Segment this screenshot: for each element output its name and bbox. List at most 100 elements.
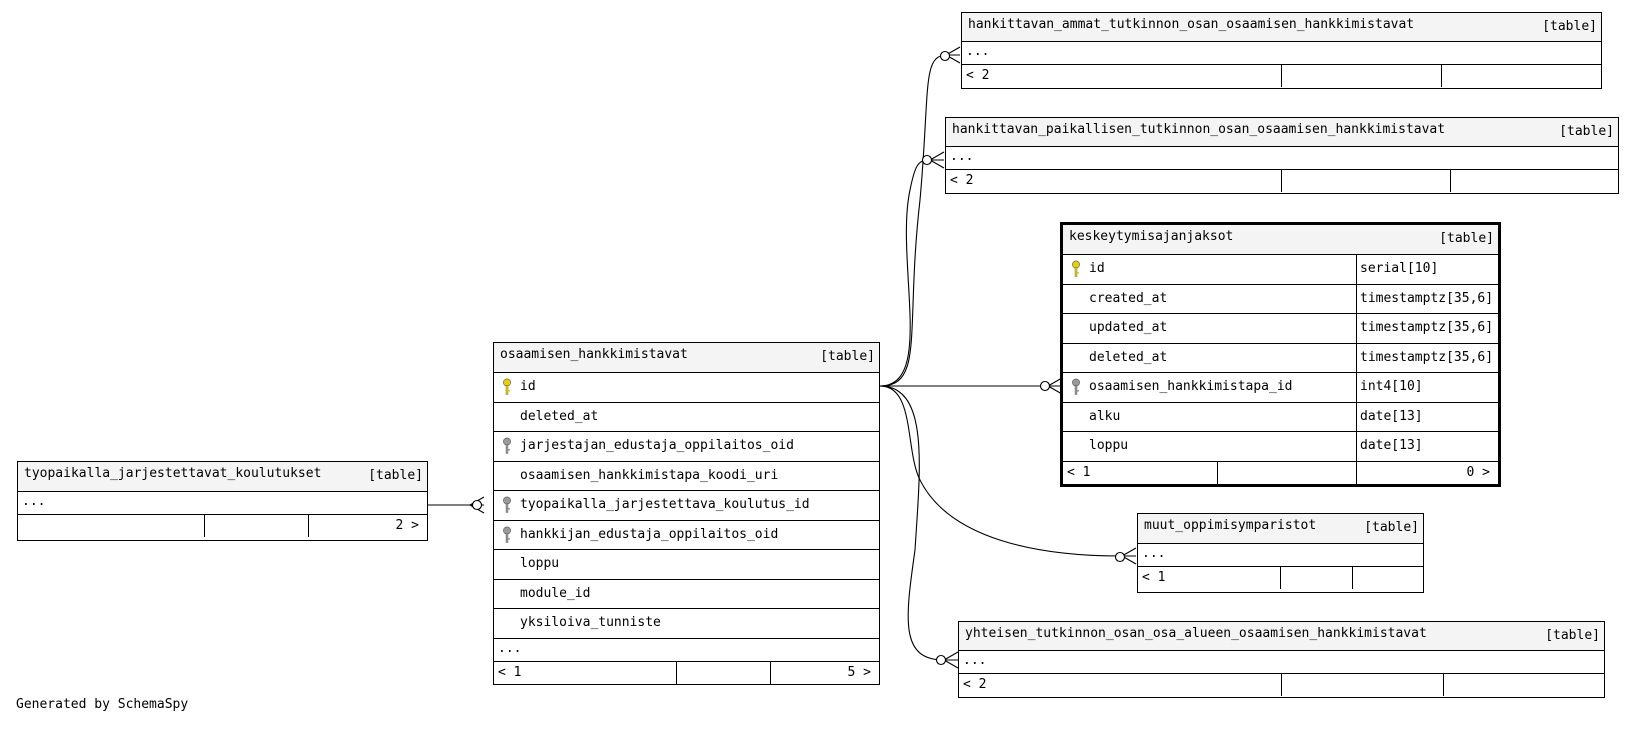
children-count[interactable]: 2 > (395, 518, 419, 533)
foreign-key-icon (502, 437, 512, 455)
table-muut-oppimisymparistot[interactable]: muut_oppimisymparistot [table] ... < 1 (1137, 513, 1424, 593)
foreign-key-icon (502, 496, 512, 514)
parents-count[interactable]: < 1 (1142, 570, 1166, 585)
ellipsis-text: ... (22, 494, 46, 509)
column-name: tyopaikalla_jarjestettava_koulutus_id (520, 497, 810, 512)
ellipsis-text: ... (966, 44, 990, 59)
column-name: id (520, 379, 536, 394)
ellipsis-text: ... (950, 149, 974, 164)
column-row-jarjestajan-edustaja-oppilaitos-oid[interactable]: jarjestajan_edustaja_oppilaitos_oid (494, 432, 879, 462)
children-count[interactable]: 5 > (847, 664, 871, 680)
primary-key-icon (1071, 260, 1081, 278)
edge-osaamisen-yhteisen (879, 385, 958, 661)
table-header[interactable]: hankittavan_paikallisen_tutkinnon_osan_o… (946, 118, 1618, 147)
table-hankittavan-ammat-tutkinnon-osan-osaamisen-hankkimistavat[interactable]: hankittavan_ammat_tutkinnon_osan_osaamis… (961, 12, 1602, 89)
column-row-osaamisen-hankkimistapa-koodi-uri[interactable]: osaamisen_hankkimistapa_koodi_uri (494, 462, 879, 491)
table-type-label: [table] (368, 468, 423, 483)
column-name: deleted_at (520, 408, 599, 424)
table-osaamisen-hankkimistavat[interactable]: osaamisen_hankkimistavat [table] id delet… (493, 342, 880, 685)
ellipsis-text: ... (498, 640, 522, 656)
table-keskeytymisajanjaksot[interactable]: keskeytymisajanjaksot [table] id serial[1… (1060, 222, 1501, 487)
parents-count[interactable]: < 1 (498, 664, 522, 680)
primary-key-icon (502, 378, 512, 396)
table-type-label: [table] (1542, 19, 1597, 34)
table-header[interactable]: hankittavan_ammat_tutkinnon_osan_osaamis… (962, 13, 1601, 42)
edge-osaamisen-paikallisen (879, 159, 944, 387)
column-row-id[interactable]: id serial[10] (1063, 254, 1498, 285)
column-name: module_id (520, 585, 591, 601)
table-tyopaikalla-jarjestettavat-koulutukset[interactable]: tyopaikalla_jarjestettavat_koulutukset [… (17, 461, 428, 541)
table-footer: 2 > (18, 515, 427, 537)
column-type: int4[10] (1360, 379, 1423, 394)
column-name: updated_at (1089, 320, 1168, 335)
table-name: tyopaikalla_jarjestettavat_koulutukset (24, 466, 322, 481)
table-header[interactable]: yhteisen_tutkinnon_osan_osa_alueen_osaam… (959, 622, 1604, 651)
ellipsis-text: ... (1142, 546, 1166, 561)
table-yhteisen-tutkinnon-osan-osa-alueen-osaamisen-hankkimistavat[interactable]: yhteisen_tutkinnon_osan_osa_alueen_osaam… (958, 621, 1605, 698)
table-footer: < 1 (1138, 567, 1423, 589)
table-name: keskeytymisajanjaksot (1069, 229, 1234, 244)
edge-osaamisen-muut (879, 385, 1136, 557)
table-type-label: [table] (820, 349, 875, 364)
column-name: osaamisen_hankkimistapa_koodi_uri (520, 467, 779, 483)
parents-count[interactable]: < 1 (1067, 464, 1091, 480)
table-type-label: [table] (1545, 628, 1600, 643)
column-row-deleted-at[interactable]: deleted_at (494, 403, 879, 432)
generated-by-credit: Generated by SchemaSpy (16, 697, 189, 712)
children-count[interactable]: 0 > (1466, 464, 1490, 480)
table-footer: < 2 (959, 674, 1604, 696)
collapsed-columns-row: ... (946, 147, 1618, 170)
column-row-tyopaikalla-jarjestettava-koulutus-id[interactable]: tyopaikalla_jarjestettava_koulutus_id (494, 491, 879, 521)
column-name: alku (1089, 408, 1121, 424)
parents-count[interactable]: < 2 (963, 677, 987, 692)
table-header[interactable]: osaamisen_hankkimistavat [table] (494, 343, 879, 373)
column-type: date[13] (1360, 438, 1423, 453)
table-header[interactable]: keskeytymisajanjaksot [table] (1063, 225, 1498, 255)
table-name: yhteisen_tutkinnon_osan_osa_alueen_osaam… (965, 626, 1427, 641)
column-type: timestamptz[35,6] (1360, 320, 1494, 335)
column-row-updated-at[interactable]: updated_at timestamptz[35,6] (1063, 313, 1498, 344)
parents-count[interactable]: < 2 (950, 173, 974, 188)
collapsed-columns-row: ... (494, 639, 879, 662)
column-name: created_at (1089, 290, 1168, 306)
collapsed-columns-row: ... (962, 42, 1601, 65)
column-type: serial[10] (1360, 261, 1439, 276)
table-footer: < 1 0 > (1063, 461, 1498, 484)
table-type-label: [table] (1559, 124, 1614, 139)
table-name: hankittavan_ammat_tutkinnon_osan_osaamis… (968, 17, 1415, 32)
column-type: timestamptz[35,6] (1360, 290, 1494, 306)
column-row-id[interactable]: id (494, 373, 879, 403)
edge-osaamisen-ammat (879, 54, 960, 387)
column-name: loppu (520, 556, 560, 571)
column-name: hankkijan_edustaja_oppilaitos_oid (520, 526, 779, 542)
table-footer: < 2 (946, 170, 1618, 192)
column-name: yksiloiva_tunniste (520, 615, 661, 630)
table-header[interactable]: muut_oppimisymparistot [table] (1138, 514, 1423, 544)
collapsed-columns-row: ... (18, 492, 427, 515)
table-footer: < 1 5 > (494, 661, 879, 684)
column-name: jarjestajan_edustaja_oppilaitos_oid (520, 438, 794, 453)
table-type-label: [table] (1439, 231, 1494, 246)
collapsed-columns-row: ... (959, 651, 1604, 674)
column-row-module-id[interactable]: module_id (494, 580, 879, 609)
column-row-hankkijan-edustaja-oppilaitos-oid[interactable]: hankkijan_edustaja_oppilaitos_oid (494, 521, 879, 550)
column-row-yksiloiva-tunniste[interactable]: yksiloiva_tunniste (494, 609, 879, 639)
table-type-label: [table] (1364, 520, 1419, 535)
table-name: hankittavan_paikallisen_tutkinnon_osan_o… (952, 122, 1446, 137)
table-name: muut_oppimisymparistot (1144, 518, 1317, 533)
table-footer: < 2 (962, 65, 1601, 87)
column-name: deleted_at (1089, 349, 1168, 365)
column-row-loppu[interactable]: loppu (494, 550, 879, 580)
table-name: osaamisen_hankkimistavat (500, 347, 688, 362)
table-hankittavan-paikallisen-tutkinnon-osan-osaamisen-hankkimistavat[interactable]: hankittavan_paikallisen_tutkinnon_osan_o… (945, 117, 1619, 194)
table-header[interactable]: tyopaikalla_jarjestettavat_koulutukset [… (18, 462, 427, 492)
ellipsis-text: ... (963, 653, 987, 668)
column-row-created-at[interactable]: created_at timestamptz[35,6] (1063, 283, 1498, 314)
column-name: id (1089, 261, 1105, 276)
parents-count[interactable]: < 2 (966, 68, 990, 83)
